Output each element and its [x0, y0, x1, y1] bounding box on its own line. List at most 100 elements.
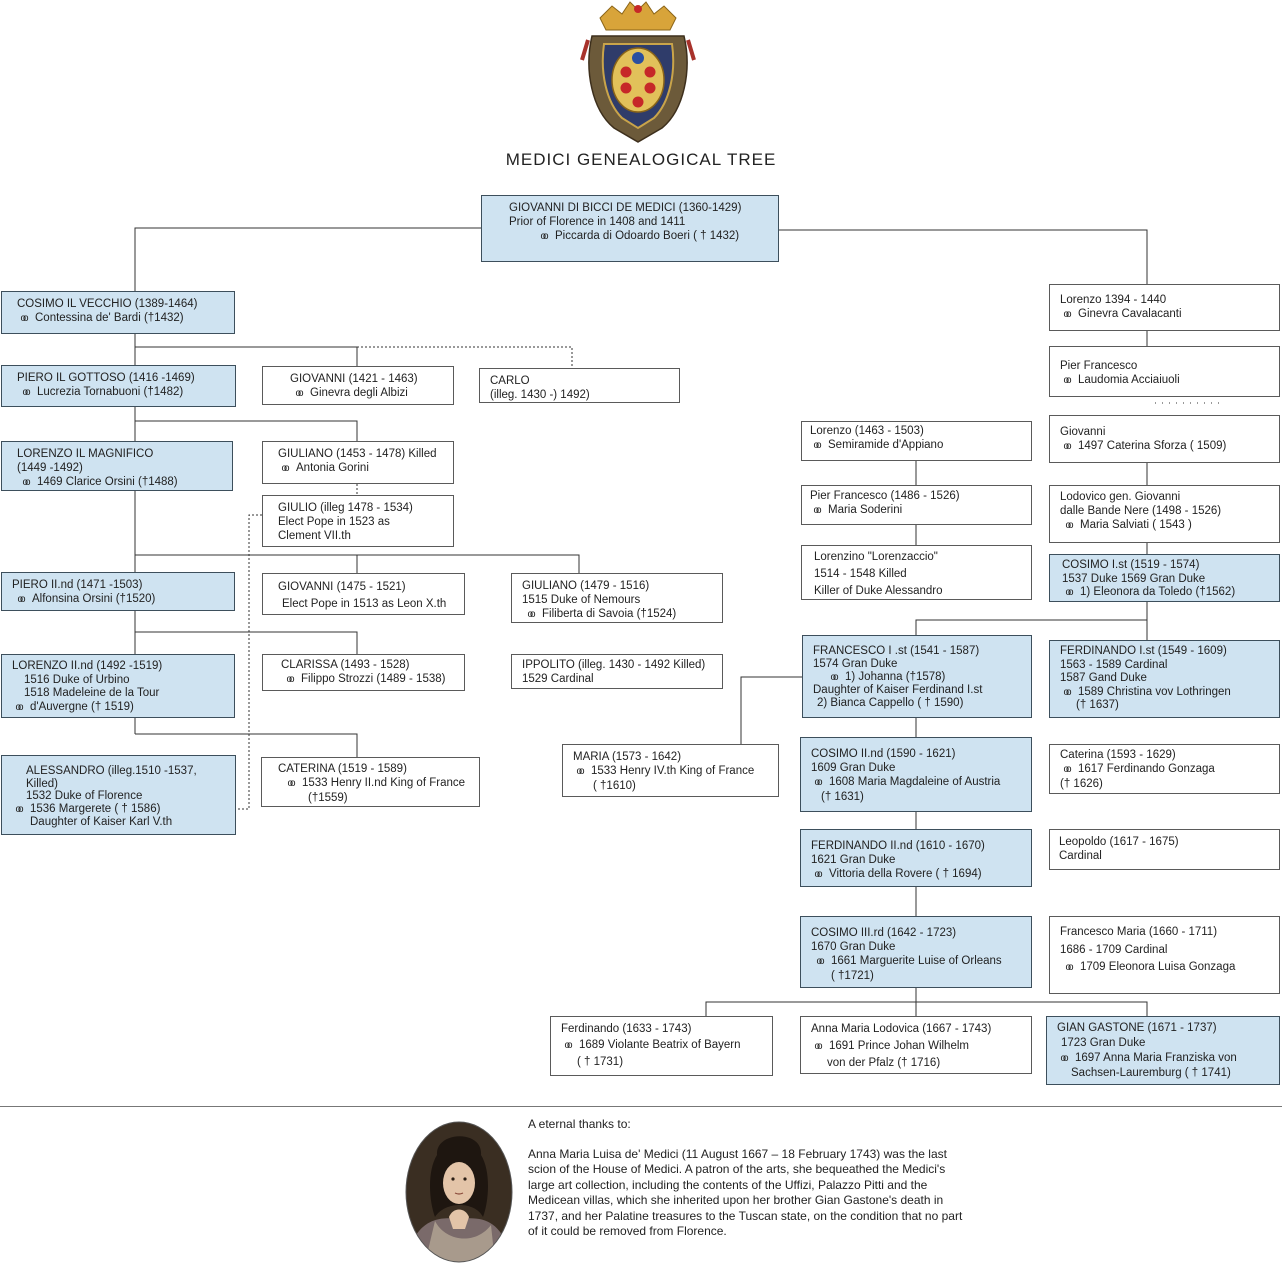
node-line: COSIMO I.st (1519 - 1574) — [1062, 559, 1269, 573]
node-text: GIOVANNI DI BICCI DE MEDICI (1360-1429) — [509, 202, 742, 214]
node-text: 1) Eleonora da Toledo (†1562) — [1080, 586, 1236, 598]
node-lorenzino[interactable]: Lorenzino "Lorenzaccio"1514 - 1548 Kille… — [801, 545, 1032, 600]
node-line: Elect Pope in 1523 as — [278, 515, 443, 529]
node-francesco-maria[interactable]: Francesco Maria (1660 - 1711)1686 - 1709… — [1049, 916, 1280, 994]
node-line: CLARISSA (1493 - 1528) — [281, 658, 454, 672]
wedding-rings-icon: oo — [1063, 309, 1071, 320]
node-line: 1514 - 1548 Killed — [814, 566, 1021, 583]
node-ippolito[interactable]: IPPOLITO (illeg. 1430 - 1492 Killed)1529… — [511, 654, 723, 689]
node-cosimo-i[interactable]: COSIMO I.st (1519 - 1574)1537 Duke 1569 … — [1049, 554, 1280, 602]
page-title: MEDICI GENEALOGICAL TREE — [505, 150, 777, 169]
node-giulio[interactable]: GIULIO (illeg 1478 - 1534)Elect Pope in … — [262, 495, 454, 547]
node-line: GIOVANNI (1421 - 1463) — [290, 372, 443, 386]
node-line: Clement VII.th — [278, 529, 443, 543]
node-text: dalle Bande Nere (1498 - 1526) — [1060, 505, 1222, 517]
node-alessandro[interactable]: ALESSANDRO (illeg.1510 -1537,Killed)1532… — [1, 755, 236, 835]
wedding-rings-icon: oo — [1063, 375, 1071, 386]
node-line: Anna Maria Lodovica (1667 - 1743) — [811, 1021, 1021, 1038]
node-text: COSIMO I.st (1519 - 1574) — [1062, 559, 1200, 571]
node-text: Contessina de' Bardi (†1432) — [35, 312, 184, 324]
node-text: Maria Soderini — [828, 504, 903, 516]
node-text: Laudomia Acciaiuoli — [1078, 374, 1180, 386]
node-text: 1689 Violante Beatrix of Bayern — [579, 1039, 741, 1051]
node-text: 1563 - 1589 Cardinal — [1060, 658, 1168, 671]
node-text: Cardinal — [1059, 850, 1102, 862]
node-line: 1574 Gran Duke — [813, 658, 1021, 671]
node-line: IPPOLITO (illeg. 1430 - 1492 Killed) — [522, 658, 712, 672]
node-line: PIERO IL GOTTOSO (1416 -1469) — [17, 371, 225, 385]
node-text: († 1637) — [1076, 699, 1119, 711]
node-line: oo d'Auvergne († 1519) — [12, 701, 224, 715]
node-line: (1449 -1492) — [17, 461, 222, 475]
wedding-rings-icon: oo — [15, 701, 23, 713]
footer-body: Anna Maria Luisa de' Medici (11 August 1… — [528, 1146, 963, 1239]
node-text: 1536 Margerete ( † 1586) — [30, 802, 161, 815]
wedding-rings-icon: oo — [1065, 962, 1073, 973]
wedding-rings-icon: oo — [830, 672, 838, 683]
node-gian-gastone[interactable]: GIAN GASTONE (1671 - 1737)1723 Gran Duke… — [1046, 1016, 1280, 1085]
node-text: d'Auvergne († 1519) — [30, 700, 134, 713]
node-giovanni-1475[interactable]: GIOVANNI (1475 - 1521)Elect Pope in 1513… — [262, 573, 465, 615]
node-text: CARLO — [490, 375, 530, 387]
node-text: 1515 Duke of Nemours — [522, 594, 641, 606]
node-text: GIULIANO (1479 - 1516) — [522, 580, 650, 592]
node-line: PIERO II.nd (1471 -1503) — [12, 578, 224, 592]
node-leopoldo[interactable]: Leopoldo (1617 - 1675)Cardinal — [1049, 829, 1280, 870]
connector-lorenzo2-caterina — [135, 733, 358, 757]
wedding-rings-icon: oo — [564, 1040, 572, 1051]
node-text: 1609 Gran Duke — [811, 762, 896, 774]
node-text: LORENZO II.nd (1492 -1519) — [12, 660, 163, 672]
node-text: Lorenzo (1463 - 1503) — [810, 425, 924, 437]
node-giuliano-1479[interactable]: GIULIANO (1479 - 1516) 1515 Duke of Nemou… — [511, 573, 723, 623]
node-cosimo-ii[interactable]: COSIMO II.nd (1590 - 1621)1609 Gran Duke… — [800, 737, 1032, 812]
node-line: oo Laudomia Acciaiuoli — [1060, 373, 1269, 388]
node-ferdinando-ii[interactable]: FERDINANDO II.nd (1610 - 1670)1621 Gran … — [800, 829, 1032, 887]
wedding-rings-icon: oo — [287, 778, 295, 789]
node-text: Daughter of Kaiser Ferdinand I.st — [813, 684, 983, 696]
node-francesco-i[interactable]: FRANCESCO I .st (1541 - 1587)1574 Gran D… — [802, 635, 1032, 718]
wedding-rings-icon: oo — [1063, 441, 1071, 452]
connector-piero2-clarissa — [135, 631, 358, 654]
node-lorenzo-ii[interactable]: LORENZO II.nd (1492 -1519)1516 Duke of U… — [1, 654, 235, 718]
node-text: IPPOLITO (illeg. 1430 - 1492 Killed) — [522, 659, 706, 671]
node-text: 1469 Clarice Orsini (†1488) — [37, 476, 178, 488]
node-giovanni-bicci[interactable]: GIOVANNI DI BICCI DE MEDICI (1360-1429)P… — [481, 195, 779, 262]
node-text: Clement VII.th — [278, 530, 351, 542]
node-carlo[interactable]: CARLO(illeg. 1430 -) 1492) — [479, 368, 680, 403]
node-line: ALESSANDRO (illeg.1510 -1537, — [12, 765, 225, 778]
node-text: Killed) — [26, 777, 58, 790]
node-line: GIULIO (illeg 1478 - 1534) — [278, 501, 443, 515]
node-text: FERDINANDO II.nd (1610 - 1670) — [811, 840, 985, 852]
footer-divider — [0, 1106, 1282, 1107]
connector-giulio-alessandro — [236, 514, 262, 810]
connector-piero-giuliano — [135, 420, 358, 441]
node-cosimo-iii[interactable]: COSIMO III.rd (1642 - 1723)1670 Gran Duk… — [800, 916, 1032, 988]
node-ferdinando-i[interactable]: FERDINANDO I.st (1549 - 1609)1563 - 1589… — [1049, 640, 1280, 718]
node-text: 1514 - 1548 Killed — [814, 568, 907, 580]
